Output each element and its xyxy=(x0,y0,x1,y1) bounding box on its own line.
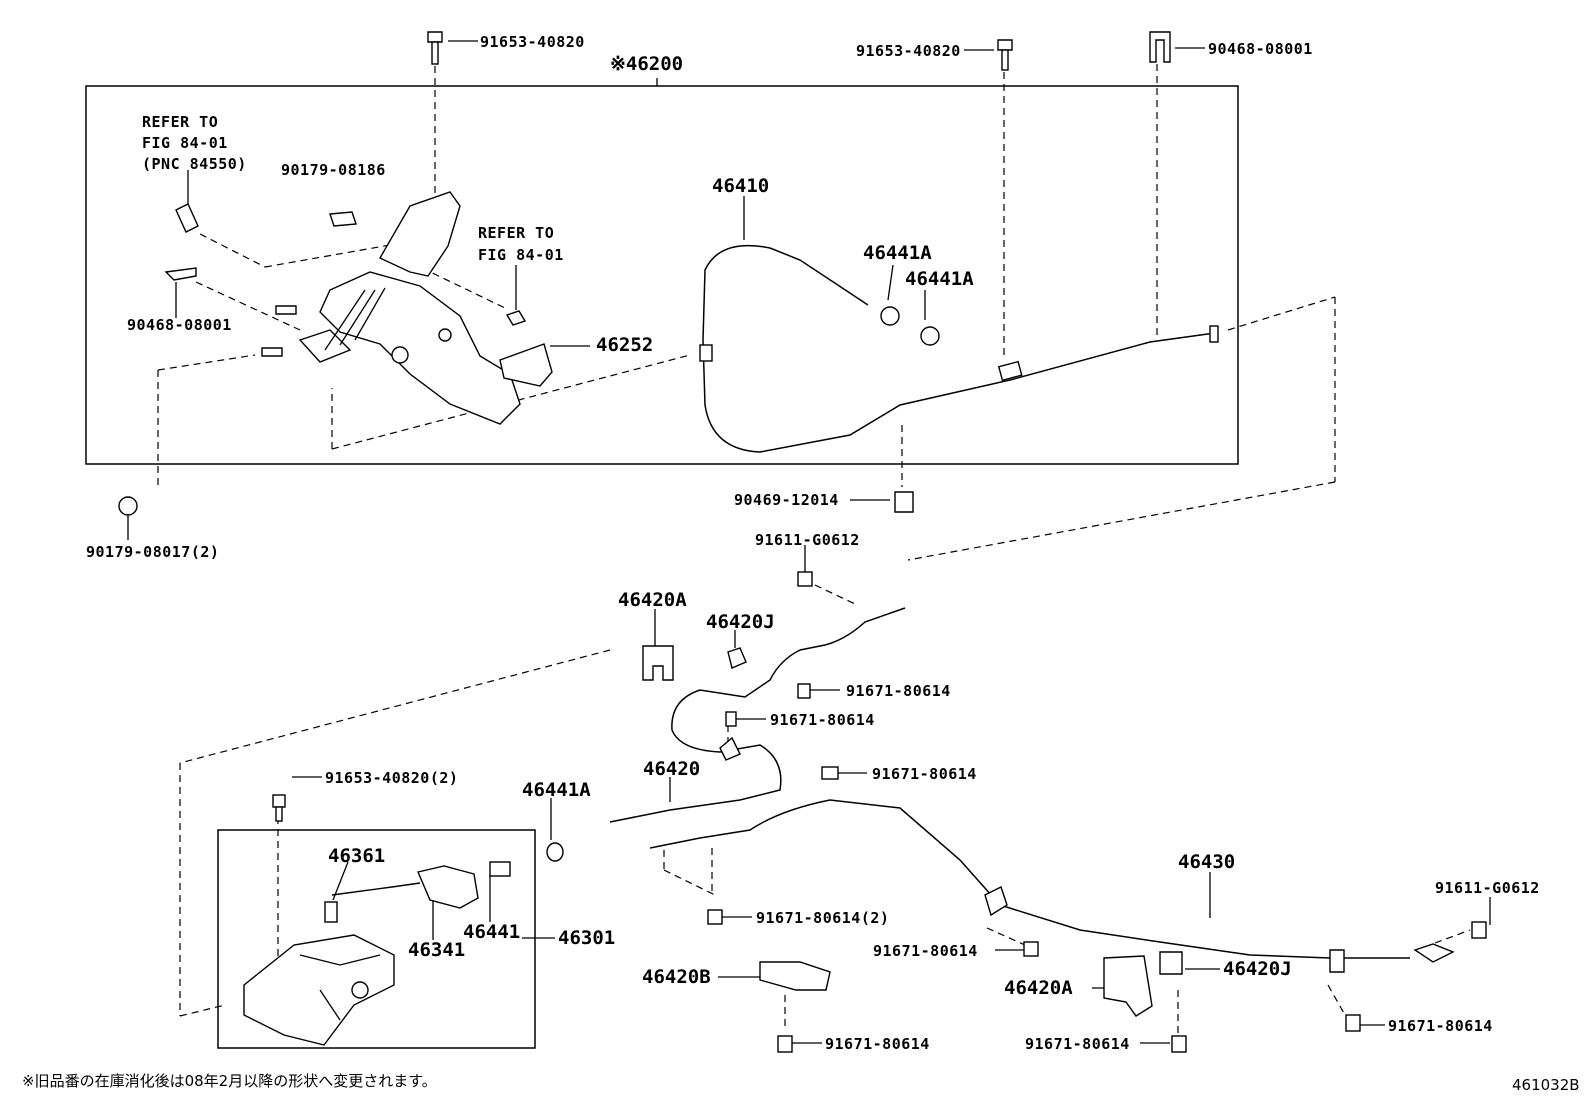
label-46441: 46441 xyxy=(463,921,520,943)
clip-icon xyxy=(175,203,199,233)
clip-icon xyxy=(1149,31,1171,63)
bolt-icon xyxy=(1471,921,1487,939)
label-46420B: 46420B xyxy=(642,966,711,988)
nut-icon xyxy=(505,310,527,326)
label-46420A: 46420A xyxy=(1004,977,1073,999)
clamp-icon xyxy=(642,645,674,681)
label-refer-pnc: (PNC 84550) xyxy=(142,155,247,173)
bolt-icon xyxy=(797,683,811,699)
bolt-icon xyxy=(777,1035,793,1053)
label-46441A: 46441A xyxy=(863,242,932,264)
parking-brake-pedal-assembly-icon xyxy=(261,191,521,425)
label-91671-80614: 91671-80614 xyxy=(846,682,951,700)
label-refer-to: REFER TO xyxy=(478,224,554,242)
label-91653-40820: 91653-40820 xyxy=(856,42,961,60)
label-46410: 46410 xyxy=(712,175,769,197)
clamp-icon xyxy=(1159,951,1183,975)
label-90468-08001: 90468-08001 xyxy=(1208,40,1313,58)
clamp-icon xyxy=(759,961,831,991)
label-46361: 46361 xyxy=(328,845,385,867)
label-91671-80614: 91671-80614 xyxy=(770,711,875,729)
label-90469-12014: 90469-12014 xyxy=(734,491,839,509)
label-refer-fig: FIG 84-01 xyxy=(478,246,564,264)
cable-46420-icon xyxy=(609,607,906,823)
label-46441A: 46441A xyxy=(522,779,591,801)
label-refer-fig: FIG 84-01 xyxy=(142,134,228,152)
bush-icon xyxy=(920,326,940,346)
bolt-icon xyxy=(1345,1014,1361,1032)
label-46252: 46252 xyxy=(596,334,653,356)
clip-icon xyxy=(164,267,197,281)
bolt-icon xyxy=(997,39,1013,71)
group-46301-box xyxy=(217,829,536,1049)
bolt-icon xyxy=(1171,1035,1187,1053)
clamp-icon xyxy=(1103,955,1153,1017)
label-46430: 46430 xyxy=(1178,851,1235,873)
label-91671-80614-2: 91671-80614(2) xyxy=(756,909,889,927)
label-91671-80614: 91671-80614 xyxy=(873,942,978,960)
equalizer-bracket-assembly-icon xyxy=(243,794,511,1046)
label-91671-80614: 91671-80614 xyxy=(872,765,977,783)
label-46420J: 46420J xyxy=(1223,958,1292,980)
label-46420A: 46420A xyxy=(618,589,687,611)
bolt-icon xyxy=(821,766,839,780)
group-46200-box xyxy=(85,85,1239,465)
label-91671-80614: 91671-80614 xyxy=(825,1035,930,1053)
bush-icon xyxy=(546,842,564,862)
label-91611-G0612: 91611-G0612 xyxy=(755,531,860,549)
label-91653-40820: 91653-40820 xyxy=(480,33,585,51)
label-91653-40820-2: 91653-40820(2) xyxy=(325,769,458,787)
label-46441A: 46441A xyxy=(905,268,974,290)
label-90179-08186: 90179-08186 xyxy=(281,161,386,179)
label-90179-08017: 90179-08017(2) xyxy=(86,543,219,561)
label-46301: 46301 xyxy=(558,927,615,949)
cover-icon xyxy=(499,343,553,387)
bush-icon xyxy=(880,306,900,326)
nut-icon xyxy=(118,496,138,516)
label-refer-to: REFER TO xyxy=(142,113,218,131)
part-labels: 91653-40820 ※46200 91653-40820 90468-080… xyxy=(86,33,1540,1053)
bolt-icon xyxy=(725,711,737,727)
label-91671-80614: 91671-80614 xyxy=(1025,1035,1130,1053)
label-46420J: 46420J xyxy=(706,611,775,633)
nut-icon xyxy=(329,211,357,227)
label-91671-80614: 91671-80614 xyxy=(1388,1017,1493,1035)
cable-46410-icon xyxy=(702,244,1216,453)
footer-note: ※旧品番の在庫消化後は08年2月以降の形状へ変更されます。 xyxy=(22,1072,437,1090)
label-46341: 46341 xyxy=(408,939,465,961)
bolt-icon xyxy=(797,571,813,587)
label-91611-G0612: 91611-G0612 xyxy=(1435,879,1540,897)
bolt-icon xyxy=(707,909,723,925)
bolt-icon xyxy=(427,31,443,65)
clamp-icon xyxy=(727,647,747,669)
label-46200: ※46200 xyxy=(610,53,683,75)
diagram-code: 461032B xyxy=(1512,1076,1580,1094)
label-90468-08001: 90468-08001 xyxy=(127,316,232,334)
clamp-icon xyxy=(894,491,914,513)
label-46420: 46420 xyxy=(643,758,700,780)
cable-46430-icon xyxy=(649,799,1455,973)
bolt-icon xyxy=(1023,941,1039,957)
leader-lines xyxy=(127,40,1491,1044)
